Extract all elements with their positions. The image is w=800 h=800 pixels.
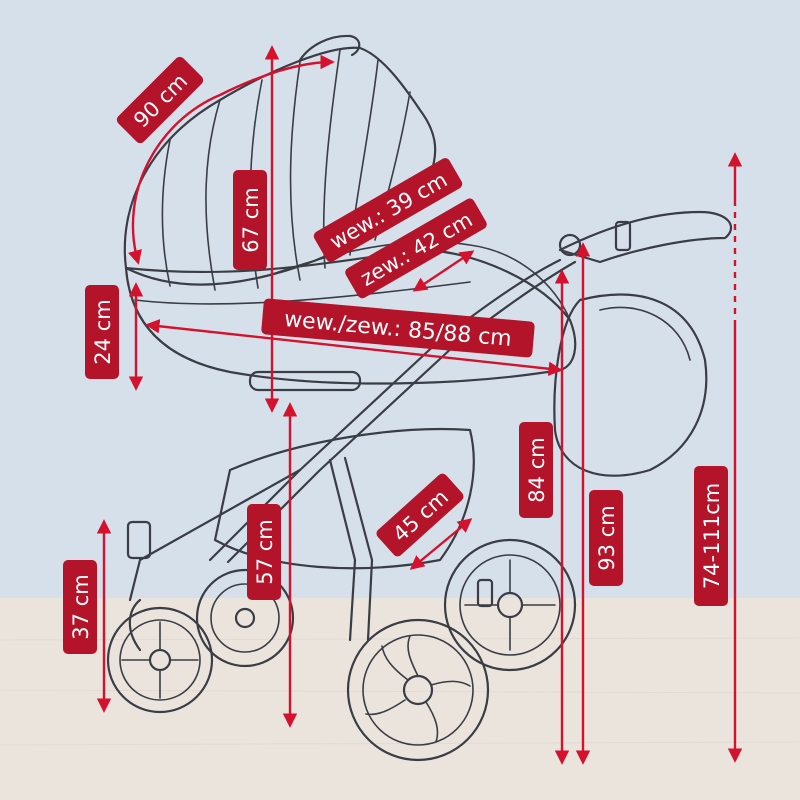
label-length: wew./zew.: 85/88 cm [261, 298, 535, 358]
handle-clip [614, 220, 632, 252]
length-arrow [145, 319, 563, 376]
label-handle-base-text: 93 cm [595, 505, 619, 570]
label-seat-height: 84 cm [519, 422, 553, 518]
handlebar [558, 210, 733, 264]
label-canopy-arc: 90 cm [116, 56, 204, 144]
dimension-lines [96, 45, 743, 765]
label-handle-base: 93 cm [589, 490, 623, 586]
label-frame-height-text: 57 cm [253, 519, 277, 584]
label-canopy-height-text: 67 cm [239, 187, 263, 252]
label-carrycot-side-text: 24 cm [91, 299, 115, 364]
label-canopy-height: 67 cm [233, 170, 267, 270]
brake-pedal [476, 578, 494, 608]
rear-wheel [346, 618, 490, 762]
front-fork-cap [126, 520, 152, 560]
label-front-height: 37 cm [63, 560, 97, 654]
rear-frame [328, 458, 357, 642]
label-front-height-text: 37 cm [69, 574, 93, 639]
wall-background [0, 0, 800, 600]
label-carrycot-side: 24 cm [85, 285, 119, 379]
width-arrow [412, 250, 475, 292]
label-handle-range: 74-111cm [694, 466, 728, 606]
front-frame [128, 468, 302, 602]
label-frame-height: 57 cm [247, 504, 281, 600]
seat-depth-arrow [409, 518, 473, 570]
canopy-arc-arrow [127, 54, 335, 265]
label-handle-range-text: 74-111cm [700, 483, 724, 589]
rear-frame-2 [343, 456, 374, 642]
canopy-top-handle [298, 34, 361, 62]
label-seat-height-text: 84 cm [525, 437, 549, 502]
changing-bag-flap [599, 306, 691, 361]
floor-background [0, 598, 800, 800]
